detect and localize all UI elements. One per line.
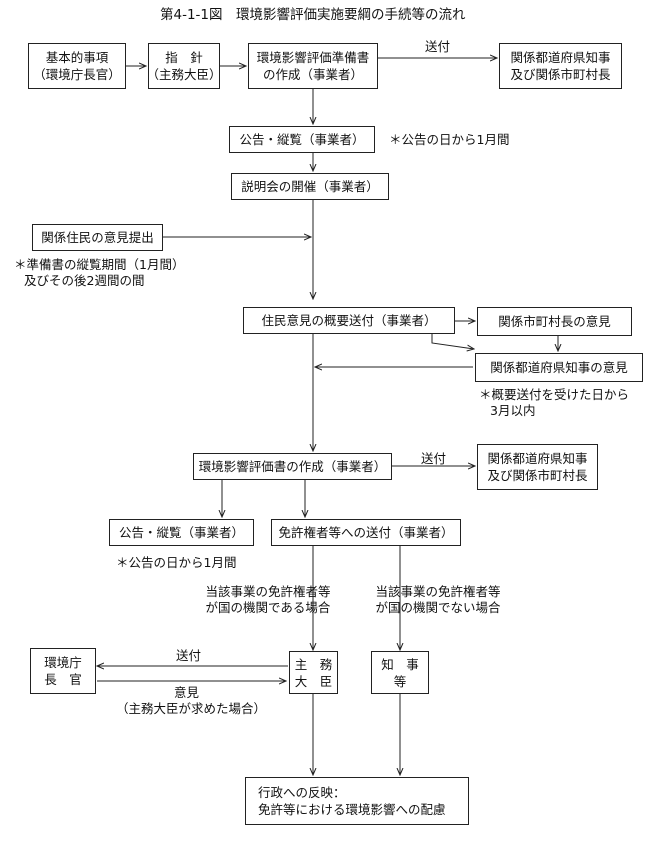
gov-officials-top-line2: 及び関係市町村長 [510, 67, 611, 82]
guideline-line1: 指 針 [165, 50, 203, 65]
send-label-left: 送付 [176, 648, 202, 663]
evaluation-document-label: 環境影響評価書の作成（事業者） [198, 459, 387, 474]
opinion-label: 意見 [174, 685, 200, 700]
briefing-session-box: 説明会の開催（事業者） [231, 173, 389, 200]
competent-minister-box: 主 務 大 臣 [289, 651, 338, 694]
env-agency-director-box: 環境庁 長 官 [30, 648, 96, 694]
governor-line2: 等 [393, 673, 407, 689]
prep-document-line2: の作成（事業者） [262, 67, 363, 82]
prep-document-line1: 環境影響評価準備書 [256, 50, 370, 65]
gov-officials-box-mid: 関係都道府県知事 及び関係市町村長 [477, 444, 598, 490]
summary-period-note-line2: 3月以内 [490, 403, 536, 418]
prep-document-box: 環境影響評価準備書 の作成（事業者） [248, 43, 378, 89]
branch-national-label: 当該事業の免許権者等 が国の機関である場合 [198, 584, 338, 616]
municipal-opinion-box: 関係市町村長の意見 [477, 307, 632, 336]
governor-box: 知 事 等 [371, 651, 429, 694]
minister-line2: 大 臣 [294, 673, 333, 689]
figure-title: 第4-1-1図 環境影響評価実施要綱の手続等の流れ [160, 7, 466, 23]
admin-line1: 行政への反映： [258, 785, 346, 800]
prep-period-note-line1: ＊準備書の縦覧期間（1月間） [14, 257, 185, 272]
branch-national-line1: 当該事業の免許権者等 [205, 584, 331, 599]
basic-matters-line1: 基本的事項 [45, 50, 109, 65]
gov-officials-top-line1: 関係都道府県知事 [510, 50, 611, 65]
license-sending-label: 免許権者等への送付（事業者） [278, 525, 454, 540]
send-label-mid: 送付 [421, 451, 447, 466]
residents-opinion-label: 関係住民の意見提出 [41, 230, 154, 245]
residents-opinion-box: 関係住民の意見提出 [32, 224, 163, 251]
send-label-top: 送付 [425, 39, 451, 54]
gov-officials-box-top: 関係都道府県知事 及び関係市町村長 [499, 43, 622, 89]
summary-sending-box: 住民意見の概要送付（事業者） [243, 307, 455, 334]
prep-period-note-line2: 及びその後2週間の間 [24, 273, 145, 288]
env-agency-line1: 環境庁 [44, 655, 82, 670]
summary-period-note: ＊概要送付を受けた日から 3月以内 [479, 387, 629, 419]
evaluation-document-box: 環境影響評価書の作成（事業者） [193, 453, 392, 480]
branch-non-national-line2: が国の機関でない場合 [375, 600, 501, 615]
notice-inspection-box-2: 公告・縦覧（事業者） [109, 519, 254, 546]
municipal-opinion-label: 関係市町村長の意見 [498, 314, 611, 329]
notice-period-note-1: ＊公告の日から1月間 [389, 132, 510, 147]
basic-matters-box: 基本的事項 （環境庁長官） [28, 43, 126, 89]
gov-officials-mid-line1: 関係都道府県知事 [487, 451, 588, 466]
branch-non-national-line1: 当該事業の免許権者等 [375, 584, 501, 599]
administrative-reflection-box: 行政への反映： 免許等における環境影響への配慮 [245, 777, 469, 825]
gov-officials-mid-line2: 及び関係市町村長 [487, 468, 588, 483]
branch-national-line2: が国の機関である場合 [205, 600, 331, 615]
governor-line1: 知 事 [381, 656, 419, 672]
admin-line2: 免許等における環境影響への配慮 [258, 802, 446, 817]
notice-inspection-box-1: 公告・縦覧（事業者） [229, 126, 375, 153]
guideline-box: 指 針 （主務大臣） [146, 43, 222, 89]
branch-non-national-label: 当該事業の免許権者等 が国の機関でない場合 [368, 584, 508, 616]
notice-period-note-2: ＊公告の日から1月間 [116, 555, 237, 570]
summary-period-note-line1: ＊概要送付を受けた日から [479, 387, 630, 402]
prefectural-opinion-box: 関係都道府県知事の意見 [475, 353, 643, 382]
basic-matters-line2: （環境庁長官） [33, 67, 121, 82]
prefectural-opinion-label: 関係都道府県知事の意見 [490, 360, 628, 375]
notice-inspection-1-label: 公告・縦覧（事業者） [239, 132, 365, 147]
guideline-line2: （主務大臣） [146, 67, 222, 82]
opinion-condition-note: （主務大臣が求めた場合） [116, 701, 267, 716]
env-agency-line2: 長 官 [44, 672, 82, 687]
notice-inspection-2-label: 公告・縦覧（事業者） [118, 525, 244, 540]
license-sending-box: 免許権者等への送付（事業者） [271, 519, 461, 546]
briefing-session-label: 説明会の開催（事業者） [241, 179, 379, 194]
summary-sending-label: 住民意見の概要送付（事業者） [261, 313, 437, 328]
minister-line1: 主 務 [294, 656, 333, 672]
prep-period-note: ＊準備書の縦覧期間（1月間） 及びその後2週間の間 [14, 257, 184, 289]
